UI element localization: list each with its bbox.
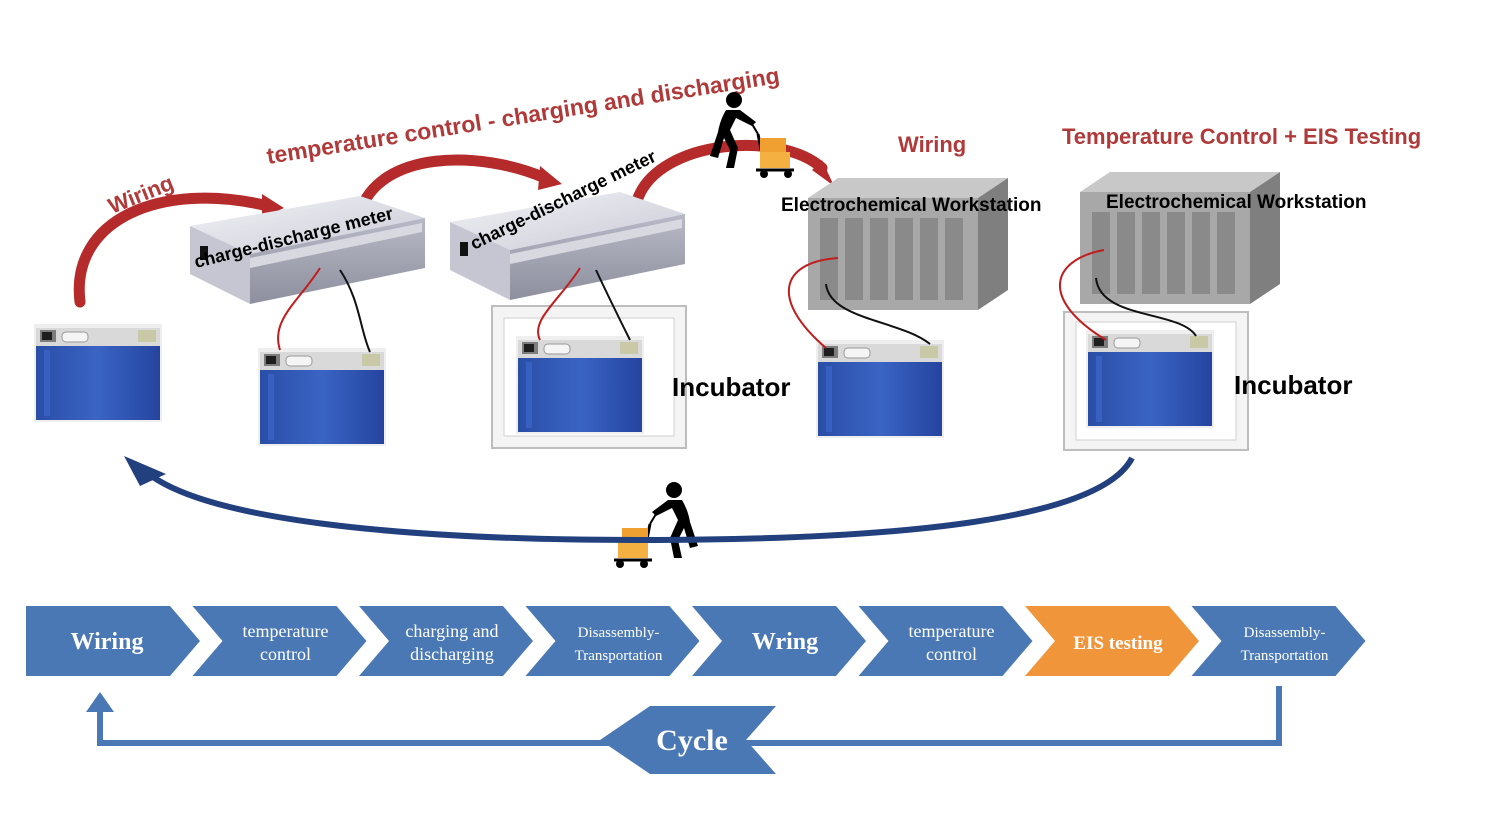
step-label: Wiring bbox=[71, 629, 144, 655]
worker-with-cart-icon bbox=[708, 90, 796, 180]
return-arrow bbox=[142, 456, 1135, 544]
step-label: control bbox=[260, 644, 311, 664]
step-label: Disassembly- bbox=[578, 625, 660, 641]
battery-icon bbox=[1085, 329, 1215, 429]
step-chevron bbox=[192, 606, 367, 676]
charge-arrow-head bbox=[538, 166, 562, 190]
workstation-label-2: Electrochemical Workstation bbox=[1106, 192, 1366, 213]
step-chevron bbox=[1025, 606, 1199, 676]
step-label: Transportation bbox=[575, 648, 663, 664]
step-label: control bbox=[926, 644, 977, 664]
transport-arrow bbox=[632, 140, 828, 204]
workstation-label-1: Electrochemical Workstation bbox=[781, 195, 1041, 216]
worker-with-cart-icon bbox=[612, 480, 700, 570]
step-label: temperature bbox=[243, 621, 329, 641]
step-label: Disassembly- bbox=[1244, 625, 1326, 641]
step-chevron bbox=[1191, 606, 1366, 676]
cycle-loop-line bbox=[740, 686, 1282, 746]
step-label: charging and bbox=[405, 621, 498, 641]
step-label: Transportation bbox=[1241, 648, 1329, 664]
step-chevron bbox=[26, 606, 200, 676]
step-chevron bbox=[858, 606, 1033, 676]
charge-arrow bbox=[354, 154, 551, 218]
step-label: EIS testing bbox=[1073, 633, 1163, 654]
wires bbox=[277, 249, 1197, 353]
incubator-label-2: Incubator bbox=[1234, 370, 1352, 400]
step-label: temperature bbox=[909, 621, 995, 641]
temp-eis-label: Temperature Control + EIS Testing bbox=[1062, 124, 1421, 149]
step-label: Wring bbox=[752, 629, 818, 655]
cycle-loop-line bbox=[97, 706, 615, 746]
wiring-arrow-1 bbox=[73, 192, 274, 308]
wiring-label-2: Wiring bbox=[898, 132, 966, 157]
battery-icon bbox=[515, 335, 645, 435]
cycle-badge bbox=[600, 706, 776, 774]
battery-icon bbox=[257, 347, 387, 447]
cycle-label: Cycle bbox=[656, 724, 728, 757]
transport-arrow-head bbox=[812, 160, 834, 186]
wiring-arrow-1-head bbox=[262, 194, 284, 218]
cycle-loop-arrowhead bbox=[86, 692, 114, 712]
process-steps: Wiring temperature control charging and disc… bbox=[26, 606, 1366, 676]
battery-icon bbox=[815, 339, 945, 439]
return-arrow-head bbox=[124, 456, 166, 486]
step-chevron bbox=[525, 606, 700, 676]
battery-icon bbox=[33, 323, 163, 423]
incubator-label-1: Incubator bbox=[672, 372, 790, 402]
step-chevron bbox=[359, 606, 533, 676]
step-chevron bbox=[692, 606, 866, 676]
step-label: discharging bbox=[410, 644, 494, 664]
